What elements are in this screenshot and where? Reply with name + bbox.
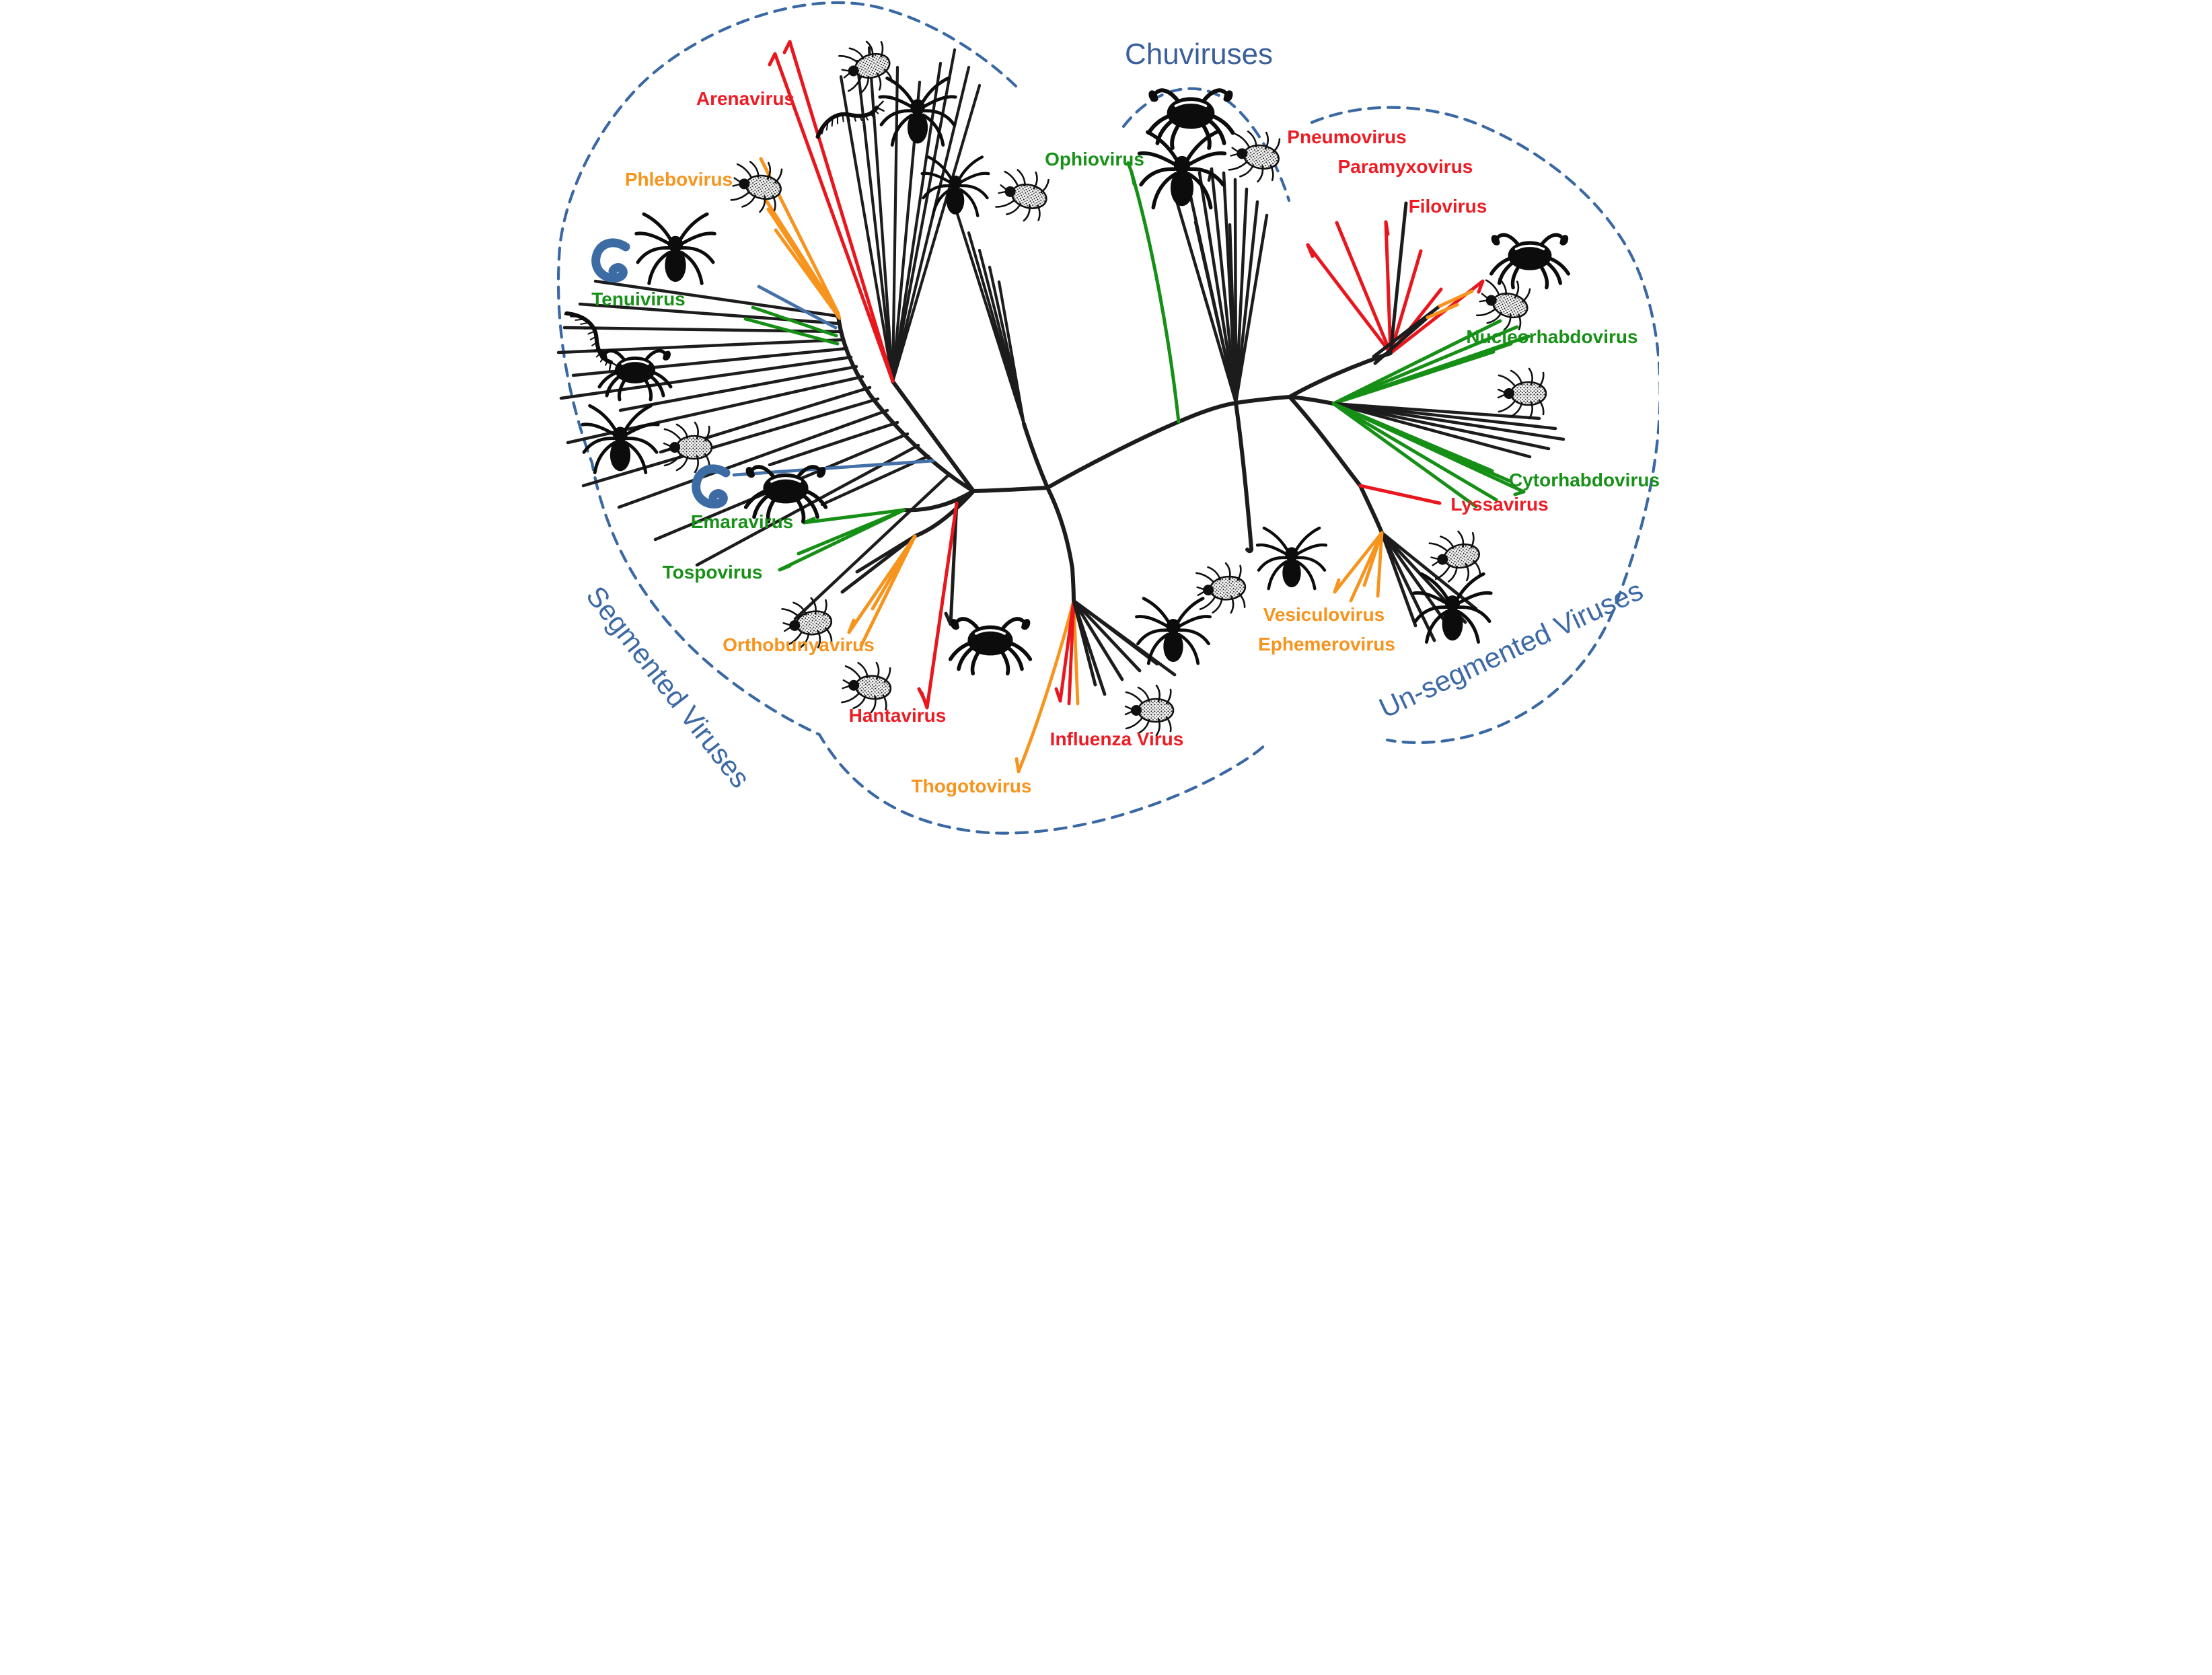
tick-icon [836,36,897,99]
spider-icon [636,214,714,283]
label-arenavirus: Arenavirus [696,88,795,109]
segmented-boundary-dash [556,1,1269,835]
vesiculo-ephemero-branches [1333,531,1478,642]
label-tenuivirus: Tenuivirus [591,289,686,309]
tree [556,40,1565,774]
pneumo-paramyxo-filo-branches [1306,201,1485,365]
arenavirus-branches [768,40,895,383]
label-unsegmented-viruses: Un-segmented Viruses [1374,574,1648,724]
label-filovirus: Filovirus [1409,196,1487,217]
phylogeny-figure: Arenavirus Phlebovirus Tenuivirus Emarav… [556,1,1659,835]
label-ephemerovirus: Ephemerovirus [1258,634,1395,655]
label-nucleorhabdovirus: Nucleorhabdovirus [1466,326,1637,347]
spider-icon [583,406,658,472]
worm-icon [596,243,626,278]
midtop-branches [955,212,1026,426]
boundary-dashes [556,1,1659,835]
label-emaravirus: Emaravirus [691,511,794,532]
tick-icon [1226,126,1284,186]
labels: Arenavirus Phlebovirus Tenuivirus Emarav… [580,38,1659,796]
label-paramyxovirus: Paramyxovirus [1338,156,1473,177]
centipede-icon [565,303,619,377]
label-cytorhabdovirus: Cytorhabdovirus [1509,470,1659,490]
hantavirus-branches [917,501,959,710]
emaravirus-tospovirus-branches [778,508,906,572]
tick-icon [992,163,1054,226]
label-hantavirus: Hantavirus [849,705,947,726]
label-lyssavirus: Lyssavirus [1450,494,1548,515]
ophiovirus-branch [1126,161,1181,424]
label-influenza-virus: Influenza Virus [1050,729,1184,749]
figure-canvas: Arenavirus Phlebovirus Tenuivirus Emarav… [553,0,1659,838]
tick-icon [1497,367,1547,420]
tick-icon [1124,684,1175,737]
label-phlebovirus: Phlebovirus [625,169,733,190]
label-pneumovirus: Pneumovirus [1287,126,1406,147]
label-thogotovirus: Thogotovirus [912,776,1032,796]
crab-icon [951,619,1031,673]
rhabdo-black-branches [1331,402,1565,459]
influenza-thogoto-branches [1015,599,1177,774]
tick-icon [728,156,786,216]
unsegmented-boundary-dash [1310,106,1659,745]
tick-icon [1194,560,1249,617]
spider-icon [1257,528,1326,589]
cytorhabdovirus-branches [1331,402,1526,509]
label-segmented-viruses: Segmented Viruses [580,580,756,793]
label-chuviruses: Chuviruses [1125,38,1273,71]
chuvirus-branches [1173,167,1269,404]
label-orthobunyavirus: Orthobunyavirus [723,634,875,655]
label-ophiovirus: Ophiovirus [1045,149,1144,170]
nucleorhabdovirus-branches [1331,319,1531,406]
orthobunyavirus-branches [840,534,917,648]
crab-icon [1491,235,1568,287]
label-vesiculovirus: Vesiculovirus [1263,604,1385,625]
lyssavirus-branch [1358,484,1442,505]
tick-icon [663,421,713,474]
spider-icon [1414,574,1491,642]
label-tospovirus: Tospovirus [663,562,763,583]
